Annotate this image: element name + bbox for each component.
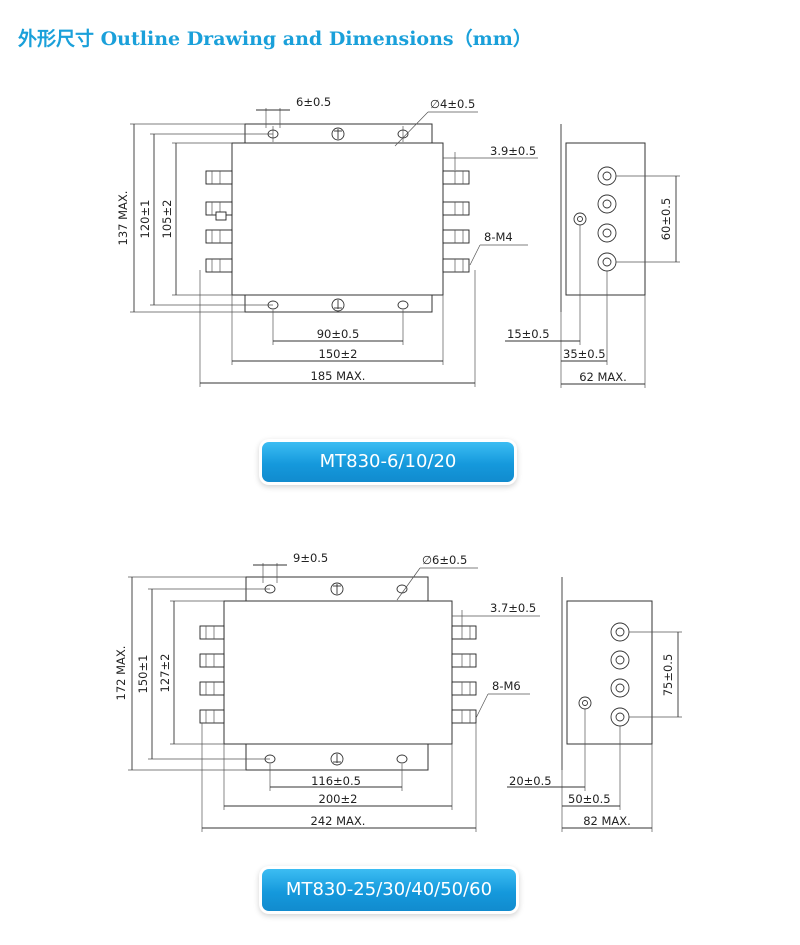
side-view-2: 75±0.5 20±0.5 50±0.5 82 MAX. <box>507 577 682 832</box>
terminal-icon <box>199 653 225 668</box>
dim-ground-offset: 20±0.5 <box>509 774 552 788</box>
dim-slot: 6±0.5 <box>296 95 331 109</box>
dim-terminal-spec: 8-M6 <box>492 679 521 693</box>
terminal-icon <box>199 625 225 640</box>
mounting-hole <box>396 584 408 594</box>
terminal-icon <box>451 709 477 724</box>
mounting-hole <box>397 300 409 310</box>
ground-stud-icon <box>573 212 587 226</box>
terminal-icon <box>442 201 470 216</box>
dim-terminal-spacing: 75±0.5 <box>661 654 675 697</box>
dim-hole-spacing: 116±0.5 <box>311 774 361 788</box>
side-view-1: 60±0.5 15±0.5 35±0.5 62 MAX. <box>505 124 680 388</box>
terminal-icon <box>199 709 225 724</box>
dim-hole-spacing: 90±0.5 <box>317 327 360 341</box>
ground-symbol-icon <box>331 298 345 312</box>
dim-height-body: 127±2 <box>158 654 172 693</box>
ground-stud-icon <box>215 211 227 221</box>
dim-body-width: 200±2 <box>319 792 358 806</box>
terminal-icon <box>205 258 233 273</box>
model-label-badge: MT830-6/10/20 <box>262 442 514 482</box>
terminal-icon <box>610 650 630 670</box>
filter-body <box>231 142 444 296</box>
dim-height-body: 105±2 <box>160 200 174 239</box>
terminal-icon <box>597 194 617 214</box>
front-view-1: 6±0.5 ∅4±0.5 3.9±0.5 8-M4 137 MAX. 120±1… <box>116 95 538 387</box>
terminal-icon <box>451 653 477 668</box>
terminal-icon <box>597 223 617 243</box>
dim-width-total: 185 MAX. <box>311 369 366 383</box>
ground-symbol-icon <box>331 127 345 141</box>
dim-slot: 9±0.5 <box>293 551 328 565</box>
page-title: 外形尺寸 Outline Drawing and Dimensions（mm） <box>18 28 532 50</box>
dim-hole: ∅6±0.5 <box>422 553 467 567</box>
dim-terminal-offset: 3.7±0.5 <box>490 601 536 615</box>
dim-depth-total: 62 MAX. <box>579 370 627 384</box>
terminal-icon <box>610 707 630 727</box>
dim-terminal-offset: 3.9±0.5 <box>490 144 536 158</box>
terminal-icon <box>451 625 477 640</box>
terminal-icon <box>597 166 617 186</box>
terminal-icon <box>610 678 630 698</box>
mounting-hole <box>396 754 408 764</box>
ground-symbol-icon <box>330 752 344 766</box>
terminal-icon <box>199 681 225 696</box>
filter-body <box>223 600 453 745</box>
ground-stud-icon <box>578 696 592 710</box>
terminal-icon <box>451 681 477 696</box>
dim-height-total: 172 MAX. <box>114 646 128 701</box>
terminal-icon <box>442 170 470 185</box>
terminal-icon <box>597 252 617 272</box>
dim-terminal-spec: 8-M4 <box>484 230 513 244</box>
terminal-icon <box>442 229 470 244</box>
dim-hole: ∅4±0.5 <box>430 97 475 111</box>
terminal-icon <box>610 622 630 642</box>
dim-body-width: 150±2 <box>319 347 358 361</box>
front-view-2: 9±0.5 ∅6±0.5 3.7±0.5 8-M6 172 MAX. 150±1… <box>114 551 540 832</box>
dim-terminal-depth: 50±0.5 <box>568 792 611 806</box>
ground-symbol-icon <box>330 582 344 596</box>
dim-terminal-spacing: 60±0.5 <box>659 198 673 241</box>
model-label-badge: MT830-25/30/40/50/60 <box>262 869 516 911</box>
dim-height-mount: 120±1 <box>138 200 152 239</box>
dim-ground-offset: 15±0.5 <box>507 327 550 341</box>
dim-depth-total: 82 MAX. <box>583 814 631 828</box>
dim-width-total: 242 MAX. <box>311 814 366 828</box>
side-body <box>566 600 653 745</box>
terminal-icon <box>205 229 233 244</box>
terminal-icon <box>205 170 233 185</box>
dim-height-total: 137 MAX. <box>116 191 130 246</box>
dim-height-mount: 150±1 <box>136 655 150 694</box>
terminal-icon <box>442 258 470 273</box>
dim-terminal-depth: 35±0.5 <box>563 347 606 361</box>
